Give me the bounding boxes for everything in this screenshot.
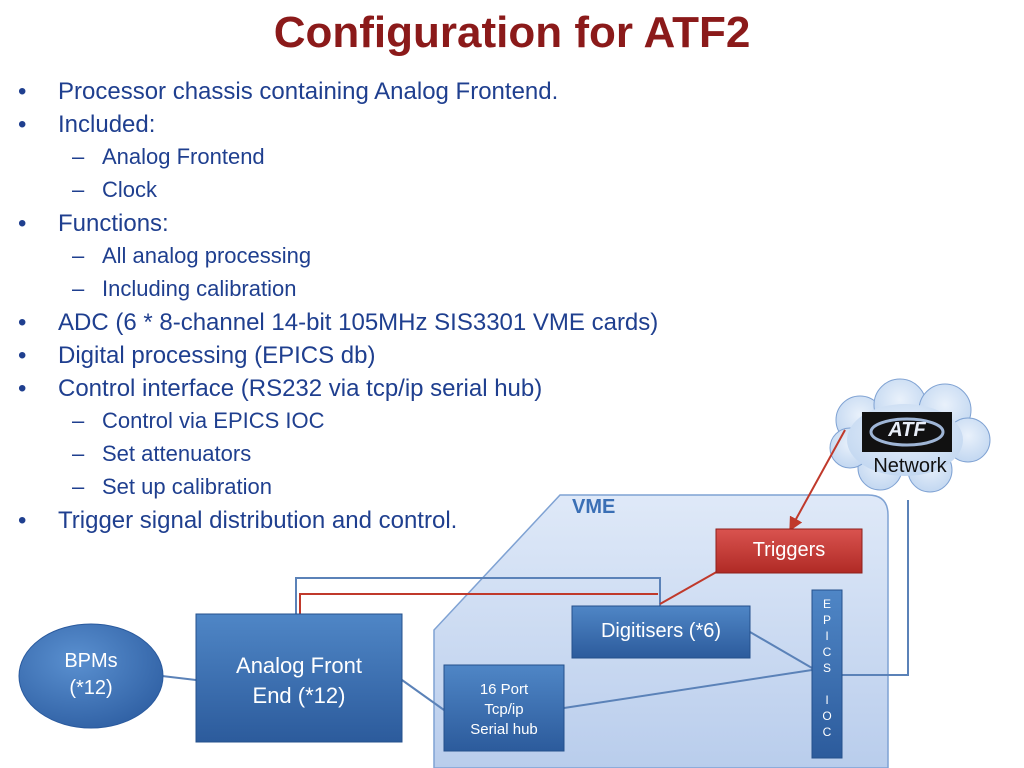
bpms-node bbox=[18, 623, 164, 729]
link-afe-hub bbox=[401, 679, 445, 711]
bullet-text: Including calibration bbox=[102, 276, 297, 301]
link-ioc-network bbox=[836, 500, 909, 676]
bullet-text: Set up calibration bbox=[102, 474, 272, 499]
link-hub-ioc bbox=[563, 669, 813, 709]
sub-bullet-item: –Control via EPICS IOC bbox=[72, 408, 325, 434]
bullet-text: Included: bbox=[58, 111, 156, 138]
bullet-marker: • bbox=[18, 78, 27, 105]
bullet-text: Control interface (RS232 via tcp/ip seri… bbox=[58, 375, 543, 402]
link-afe-digitisers-blue bbox=[295, 577, 661, 614]
triggers-label: Triggers bbox=[752, 539, 826, 561]
connection-lines bbox=[161, 429, 909, 711]
bullet-marker: • bbox=[18, 309, 27, 336]
digitisers-box bbox=[571, 605, 751, 659]
triggers-box bbox=[715, 528, 863, 574]
bullet-item: • Functions: bbox=[18, 210, 169, 238]
epics-ioc-box bbox=[811, 589, 843, 759]
vme-label: VME bbox=[572, 496, 616, 518]
dash-marker: – bbox=[72, 441, 85, 466]
bullet-item: • Included: bbox=[18, 111, 156, 139]
analog-frontend-label: Analog Front End (*12) bbox=[236, 653, 362, 708]
bullet-marker: • bbox=[18, 210, 27, 237]
sub-bullet-item: –Clock bbox=[72, 177, 158, 203]
dash-marker: – bbox=[72, 408, 85, 433]
atf-logo-text: ATF bbox=[888, 419, 926, 441]
bullet-text: Control via EPICS IOC bbox=[102, 408, 325, 433]
sub-bullet-item: –Set attenuators bbox=[72, 441, 252, 467]
bullet-item: • Control interface (RS232 via tcp/ip ser… bbox=[18, 375, 543, 403]
serial-hub-box bbox=[443, 664, 565, 752]
link-triggers-digitisers bbox=[659, 569, 721, 605]
epics-ioc-label: E P I C S I O C bbox=[822, 597, 832, 739]
bullet-text: Analog Frontend bbox=[102, 144, 265, 169]
atf-logo bbox=[862, 412, 952, 452]
bullet-text: Clock bbox=[102, 177, 158, 202]
link-digitisers-ioc bbox=[749, 631, 813, 669]
link-afe-digitisers-red bbox=[299, 593, 658, 614]
sub-bullet-item: –Analog Frontend bbox=[72, 144, 265, 170]
link-network-triggers bbox=[789, 429, 846, 532]
bullet-item: • Digital processing (EPICS db) bbox=[18, 342, 376, 370]
link-bpms-afe bbox=[161, 675, 197, 681]
serial-hub-label: 16 Port Tcp/ip Serial hub bbox=[470, 681, 538, 738]
bullet-marker: • bbox=[18, 111, 27, 138]
network-label: Network bbox=[873, 455, 947, 477]
dash-marker: – bbox=[72, 243, 85, 268]
bullet-text: Digital processing (EPICS db) bbox=[58, 342, 376, 369]
digitisers-label: Digitisers (*6) bbox=[600, 620, 722, 642]
bullet-text: Set attenuators bbox=[102, 441, 252, 466]
bullet-item: • ADC (6 * 8-channel 14-bit 105MHz SIS330… bbox=[18, 309, 659, 337]
bullet-item: • Processor chassis containing Analog Fro… bbox=[18, 78, 559, 106]
bullet-text: Functions: bbox=[58, 210, 169, 237]
dash-marker: – bbox=[72, 474, 85, 499]
sub-bullet-item: –All analog processing bbox=[72, 243, 312, 269]
bullet-text: All analog processing bbox=[102, 243, 312, 268]
bullet-marker: • bbox=[18, 342, 27, 369]
bullet-marker: • bbox=[18, 375, 27, 402]
analog-frontend-box bbox=[195, 613, 403, 743]
sub-bullet-item: –Including calibration bbox=[72, 276, 297, 302]
dash-marker: – bbox=[72, 276, 85, 301]
bullet-text: Processor chassis containing Analog Fron… bbox=[58, 78, 559, 105]
bullet-text: Trigger signal distribution and control. bbox=[58, 507, 458, 534]
slide-title: Configuration for ATF2 bbox=[273, 8, 751, 57]
dash-marker: – bbox=[72, 144, 85, 169]
bpms-label: BPMs (*12) bbox=[64, 650, 118, 699]
bullet-item: • Trigger signal distribution and control… bbox=[18, 507, 458, 535]
bullet-text: ADC (6 * 8-channel 14-bit 105MHz SIS3301… bbox=[58, 309, 659, 336]
bullet-marker: • bbox=[18, 507, 27, 534]
dash-marker: – bbox=[72, 177, 85, 202]
sub-bullet-item: –Set up calibration bbox=[72, 474, 272, 500]
